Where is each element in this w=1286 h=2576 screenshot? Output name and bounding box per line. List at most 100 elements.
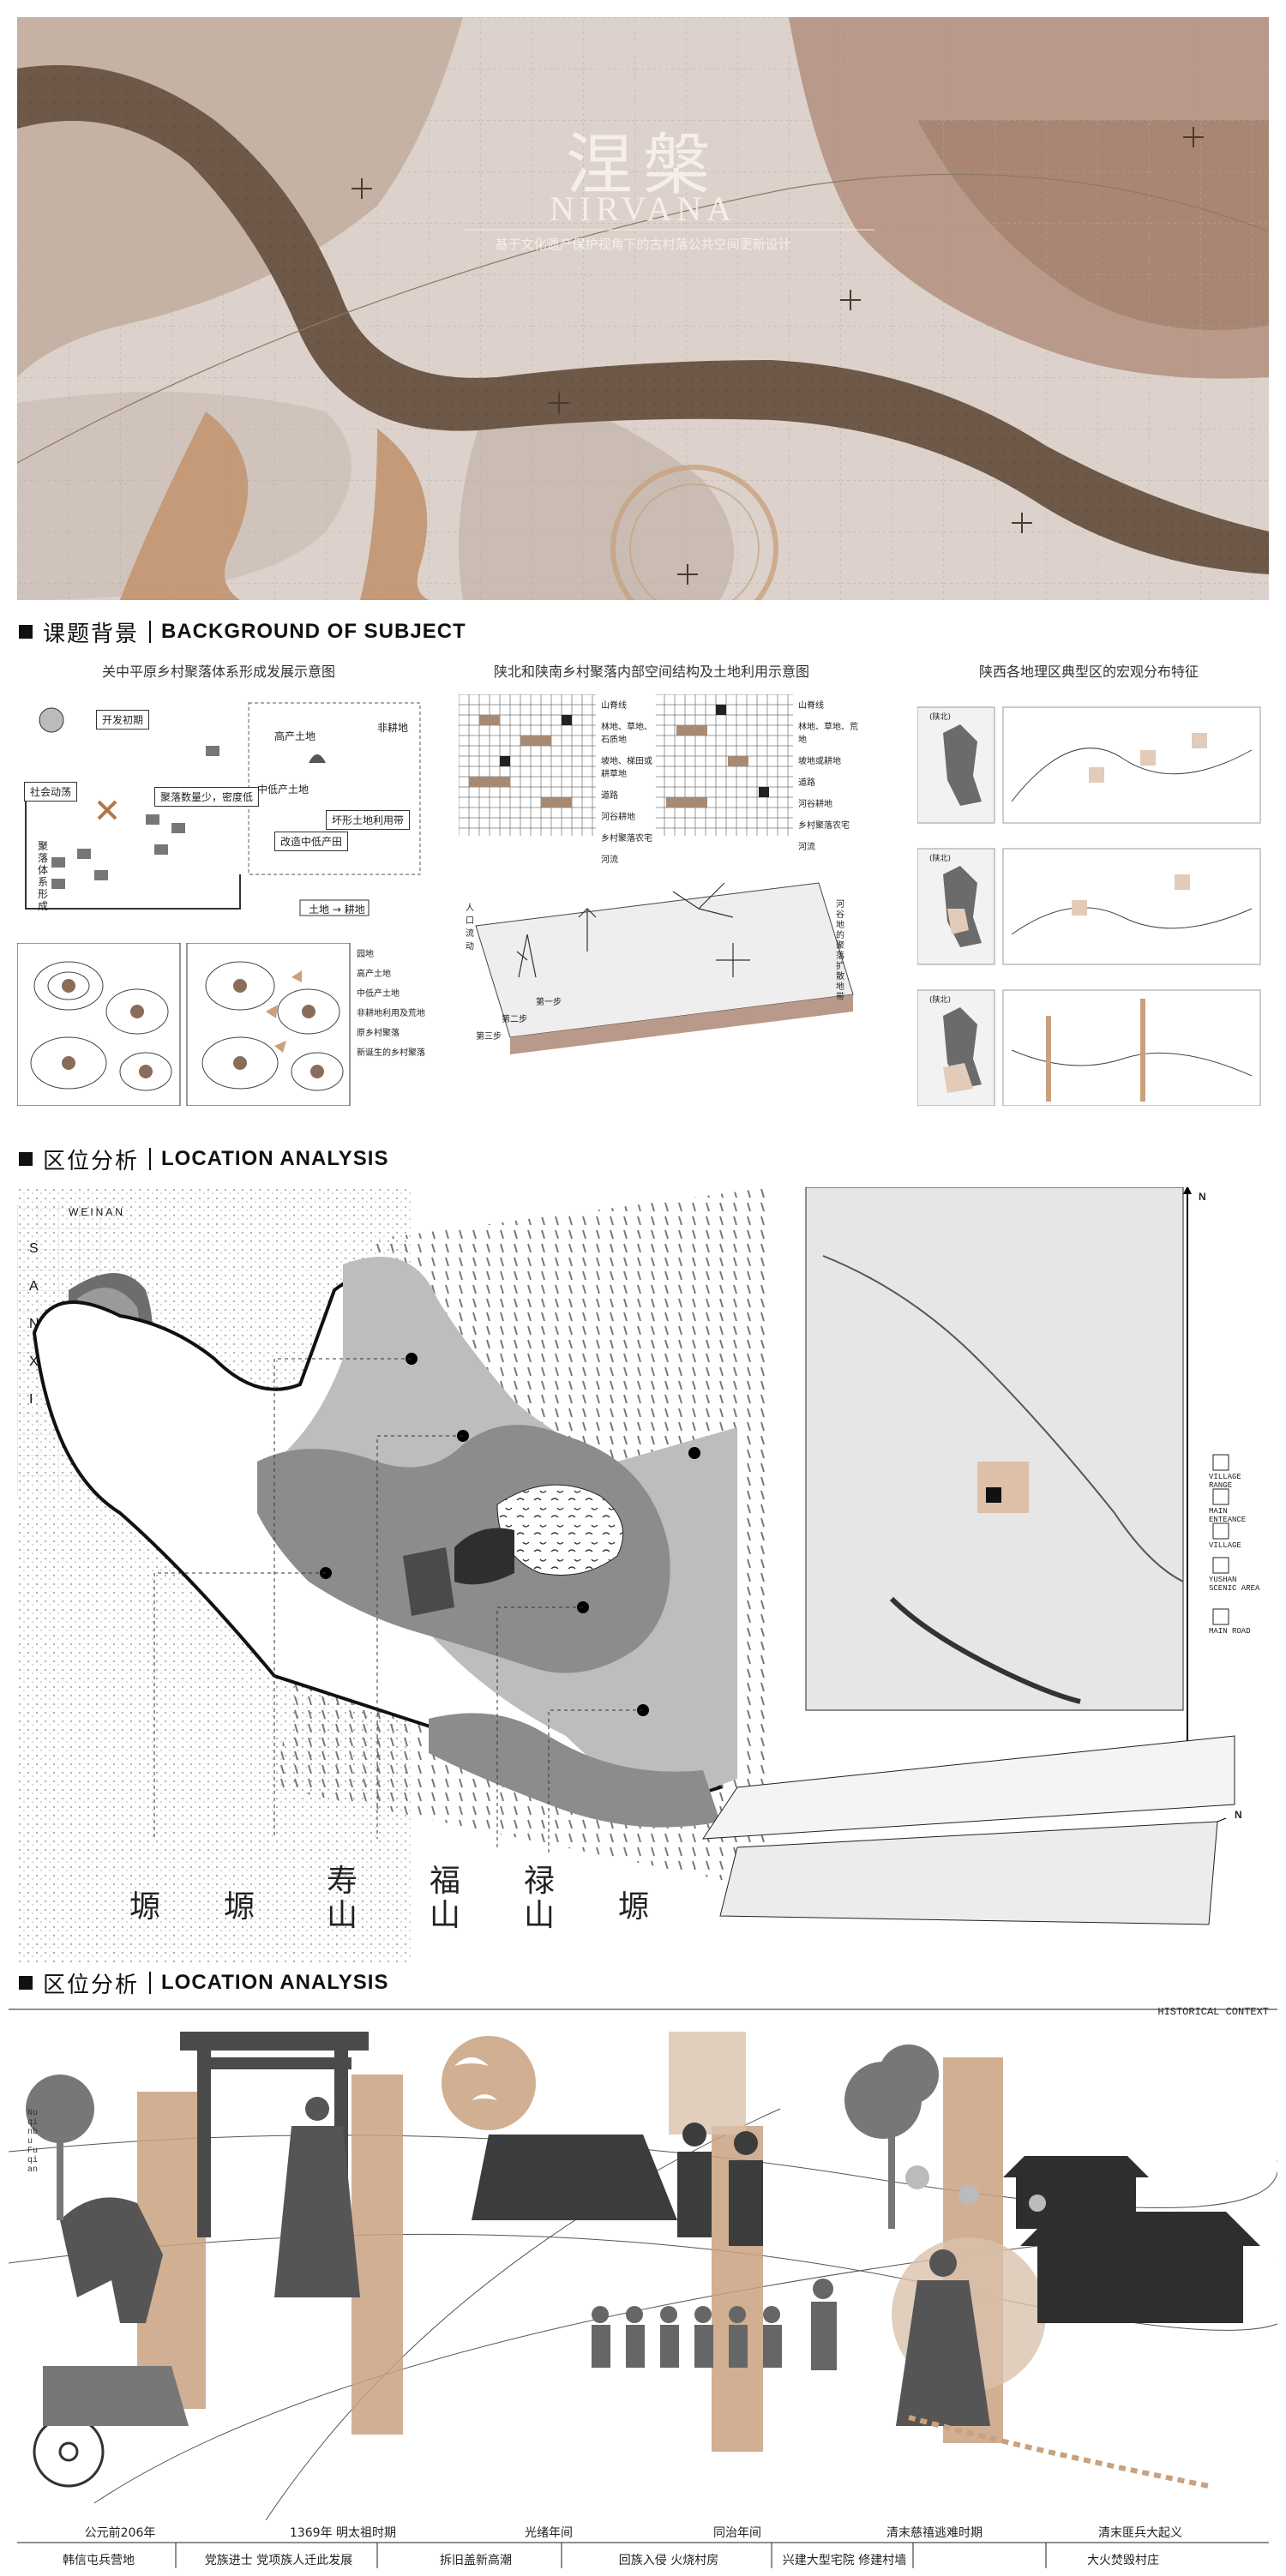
hero-title-cn: 涅槃 (565, 127, 720, 204)
legend-village: VILLAGE (1209, 1541, 1241, 1550)
label-non-arable: 非耕地 (377, 722, 409, 734)
section-background-header: 课题背景 BACKGROUND OF SUBJECT (19, 619, 466, 647)
timeline-event: 拆旧盖新高潮 (440, 2554, 512, 2567)
historical-collage: Nuqinbu Fuqian (8, 2006, 1286, 2521)
place-label-yuan: 塬 (129, 1889, 160, 1924)
label-high-yield: 高产土地 (274, 730, 316, 742)
panel-title-distribution: 陕西各地理区典型区的宏观分布特征 (978, 664, 1199, 680)
legend-item: 乡村聚落农宅 (798, 821, 850, 831)
label-valley-spread: 河谷地的聚落扩散地带 (836, 900, 844, 1002)
legend-item: 坡地、梯田或耕草地 (601, 757, 652, 779)
label-land-to-farmland: 土地 → 耕地 (309, 904, 365, 916)
hero-poster: 涅槃 NIRVANA 基于文化遗产保护视角下的古村落公共空间更新设计 (17, 17, 1269, 600)
section-marker (19, 1152, 33, 1166)
timeline-date: 光绪年间 (525, 2526, 573, 2540)
label-system-formed: 聚落体系形成 (38, 840, 49, 912)
legend-item: 新诞生的乡村聚落 (357, 1048, 425, 1058)
label-few-settlements: 聚落数量少，密度低 (154, 787, 260, 807)
hero-title-en: NIRVANA (549, 189, 737, 228)
timeline-date: 同治年间 (713, 2526, 761, 2540)
hero-subtitle: 基于文化遗产保护视角下的古村落公共空间更新设计 (495, 237, 791, 252)
section-divider (149, 1972, 152, 1994)
panel-title-guanzhong: 关中平原乡村聚落体系形成发展示意图 (101, 664, 335, 680)
label-population-flow: 人口流动 (466, 904, 474, 952)
weinan-label: WEINAN (69, 1206, 125, 1218)
section-title-en: LOCATION ANALYSIS (161, 1971, 389, 1994)
shanbei-structure-diagram: 山脊线 林地、草地、石质地 坡地、梯田或耕草地 道路 河谷耕地 乡村聚落农宅 河… (459, 694, 870, 1106)
guanzhong-diagram-art (25, 702, 421, 916)
legend-shanbei-right: 山脊线 林地、草地、荒地 坡地或耕地 道路 河谷耕地 乡村聚落农宅 河流 (798, 698, 858, 852)
legend-item: 河流 (601, 856, 618, 865)
legend-item: 道路 (798, 778, 815, 788)
legend-scenic-area: YUSHAN SCENIC AREA (1209, 1576, 1260, 1593)
north-label-lower: N (1235, 1809, 1242, 1821)
timeline-event: 党族进士 党项族人迁此发展 (204, 2554, 353, 2567)
legend-item: 高产土地 (357, 970, 391, 979)
timeline-date: 公元前206年 (84, 2526, 156, 2540)
shanbei-grid-art (459, 694, 854, 1054)
label-mid-low-yield: 中低产土地 (257, 784, 309, 796)
legend-item: 山脊线 (601, 701, 627, 711)
legend-item: 林地、草地、荒地 (798, 723, 858, 745)
location-map: S A N X I WEINAN 塬 塬 寿山 福山 禄山 塬 N N VILL… (17, 1186, 1269, 1963)
timeline-lines (17, 2542, 1269, 2568)
shaanxi-vertical-label: S A N X I (29, 1241, 41, 1407)
timeline-event: 韩信屯兵营地 (63, 2554, 135, 2567)
place-label-lushan: 禄山 (523, 1864, 555, 1933)
place-label-yuan: 塬 (617, 1889, 649, 1924)
distribution-diagram: (陕北) (陕北) (陕北) (916, 699, 1269, 1107)
timeline-date: 1369年 明太祖时期 (289, 2526, 397, 2540)
timeline-date: 清末慈禧逃难时期 (886, 2526, 983, 2540)
timeline-date: 清末匪兵大起义 (1098, 2526, 1182, 2540)
vertical-side-label: Nuqinbu Fuqian (27, 2109, 39, 2175)
section-divider (149, 621, 152, 643)
legend-village-range: VILLAGE RANGE (1209, 1473, 1241, 1490)
timeline-event: 兴建大型宅院 修建村墙 (782, 2554, 907, 2567)
section-title-en: BACKGROUND OF SUBJECT (161, 620, 466, 643)
legend-item: 非耕地利用及荒地 (357, 1009, 425, 1018)
section-title-cn: 课题背景 (43, 621, 140, 647)
legend-guanzhong: 园地 高产土地 中低产土地 非耕地利用及荒地 原乡村聚落 新诞生的乡村聚落 (357, 946, 429, 1058)
panel-title-shanbei: 陕北和陕南乡村聚落内部空间结构及土地利用示意图 (493, 664, 809, 680)
section-location-header: 区位分析 LOCATION ANALYSIS (19, 1146, 389, 1174)
section-title-cn: 区位分析 (43, 1148, 140, 1174)
distribution-art (916, 706, 1261, 1107)
hero-map-art (17, 17, 1269, 600)
section-divider (149, 1148, 152, 1170)
legend-main-entrance: MAIN ENTEANCE (1209, 1507, 1247, 1524)
label-step-three: 第三步 (476, 1032, 502, 1042)
place-label-fushan: 福山 (429, 1864, 460, 1933)
legend-item: 原乡村聚落 (357, 1029, 400, 1038)
legend-item: 道路 (601, 791, 618, 801)
location-map-art (17, 1186, 1235, 1963)
historical-collage-art (8, 2009, 1286, 2521)
guanzhong-contour-diagram: 园地 高产土地 中低产土地 非耕地利用及荒地 原乡村聚落 新诞生的乡村聚落 (16, 942, 429, 1107)
label-land-use-belt: 坏形土地利用带 (326, 810, 411, 830)
map-label-shanbei: (陕北) (929, 713, 952, 722)
legend-shanbei-left: 山脊线 林地、草地、石质地 坡地、梯田或耕草地 道路 河谷耕地 乡村聚落农宅 河… (601, 698, 652, 865)
legend-item: 河流 (798, 843, 815, 852)
section-marker (19, 625, 33, 639)
label-social-unrest: 社会动荡 (24, 782, 78, 802)
legend-item: 园地 (357, 950, 374, 959)
north-label: N (1199, 1191, 1206, 1203)
legend-main-road: MAIN ROAD (1209, 1627, 1251, 1636)
timeline: 公元前206年 1369年 明太祖时期 光绪年间 同治年间 清末慈禧逃难时期 清… (0, 2520, 1286, 2572)
place-label-shoushan: 寿山 (326, 1864, 358, 1933)
guanzhong-settlement-diagram: 开发初期 社会动荡 聚落数量少，密度低 高产土地 中低产土地 非耕地 聚落体系形… (17, 686, 429, 934)
map-label-shanbei: (陕北) (929, 855, 952, 863)
section-title-cn: 区位分析 (43, 1972, 140, 1998)
legend-item: 中低产土地 (357, 989, 400, 999)
timeline-event: 大火焚毁村庄 (1087, 2554, 1159, 2567)
legend-item: 林地、草地、石质地 (601, 723, 652, 745)
legend-item: 河谷耕地 (798, 800, 832, 809)
timeline-event: 回族入侵 火烧村房 (618, 2554, 719, 2567)
label-early-development: 开发初期 (96, 710, 150, 730)
label-improve-fields: 改造中低产田 (274, 832, 349, 851)
map-label-shanbei: (陕北) (929, 996, 952, 1005)
legend-item: 乡村聚落农宅 (601, 834, 652, 844)
place-label-yuan: 塬 (223, 1889, 255, 1924)
section-marker (19, 1976, 33, 1990)
section-title-en: LOCATION ANALYSIS (161, 1147, 389, 1170)
legend-item: 坡地或耕地 (798, 757, 841, 766)
